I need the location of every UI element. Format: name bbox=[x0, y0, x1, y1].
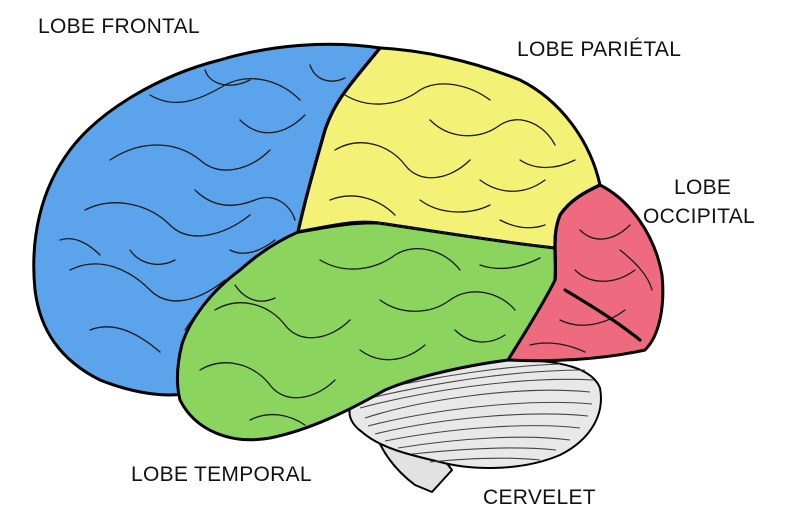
temporal-lobe-label: LOBE TEMPORAL bbox=[131, 463, 312, 486]
frontal-lobe-region bbox=[32, 42, 382, 397]
temporal-lobe-region bbox=[175, 221, 557, 442]
cerebellum-region bbox=[348, 358, 602, 469]
temporal-lobe-shape bbox=[175, 221, 557, 442]
cerebellum-label: CERVELET bbox=[483, 486, 596, 509]
occipital-lobe-label-line2: OCCIPITAL bbox=[643, 205, 755, 228]
frontal-lobe-label: LOBE FRONTAL bbox=[38, 15, 200, 38]
occipital-lobe-label-line1: LOBE bbox=[674, 176, 732, 199]
parietal-lobe-label: LOBE PARIÉTAL bbox=[517, 38, 682, 61]
